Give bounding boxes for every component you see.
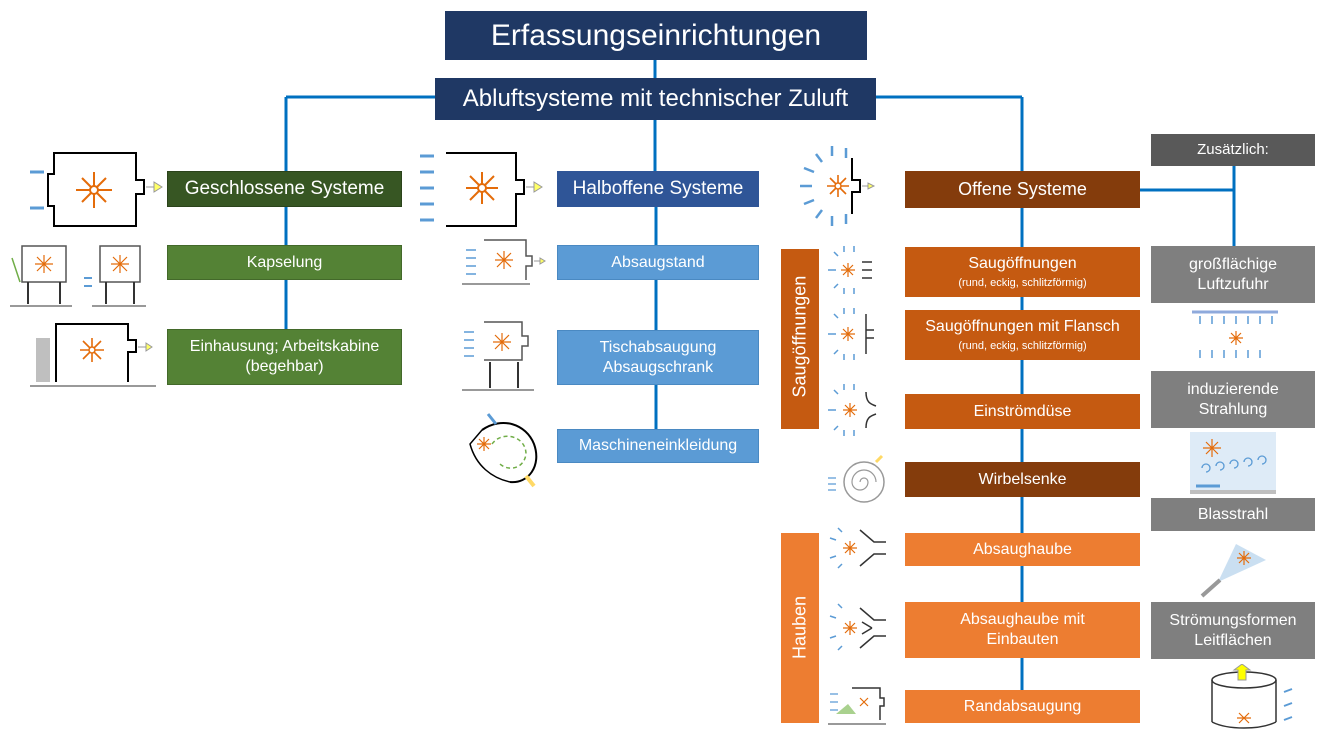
open-large-icon: [800, 146, 876, 226]
absaughaube-einbauten-icon: [829, 603, 886, 651]
einhausung-icon: [30, 323, 156, 387]
open-item-absaughaube: Absaughaube: [905, 533, 1140, 566]
wirbelsenke-icon: [828, 454, 885, 503]
half-open-item-maschineneinkleidung: Maschineneinkleidung: [557, 429, 759, 463]
extra-header: Zusätzlich:: [1151, 134, 1315, 166]
half-open-systems-header: Halboffene Systeme: [557, 171, 759, 207]
maschineneinkleidung-icon: [469, 413, 538, 488]
luftzufuhr-icon: [1192, 310, 1278, 358]
saugoeffnung-icon: [828, 246, 872, 294]
open-item-einstroemduese: Einströmdüse: [905, 394, 1140, 429]
blasstrahl-icon: [1200, 544, 1266, 598]
open-item-wirbelsenke: Wirbelsenke: [905, 462, 1140, 497]
group-saugoeffnungen-label: Saugöffnungen: [789, 275, 810, 398]
extra-item-luftzufuhr: großflächige Luftzufuhr: [1151, 246, 1315, 303]
encapsulation-large-icon: [30, 152, 163, 227]
closed-item-einhausung: Einhausung; Arbeitskabine (begehbar): [167, 329, 402, 385]
leitflaechen-icon: [1211, 664, 1293, 729]
open-item-randabsaugung: Randabsaugung: [905, 690, 1140, 723]
group-saugoeffnungen: [781, 249, 819, 429]
closed-systems-header: Geschlossene Systeme: [167, 171, 402, 207]
item-note: (rund, eckig, schlitzförmig): [958, 276, 1087, 289]
open-item-absaughaube-einbauten: Absaughaube mit Einbauten: [905, 602, 1140, 658]
item-label: Einströmdüse: [973, 402, 1072, 420]
diagram-subtitle: Abluftsysteme mit technischer Zuluft: [435, 78, 876, 120]
randabsaugung-icon: [828, 687, 886, 725]
closed-item-kapselung: Kapselung: [167, 245, 402, 280]
absaugstand-icon: [462, 239, 546, 285]
extra-item-stroemungsformen: Strömungsformen Leitflächen: [1151, 602, 1315, 659]
group-hauben-label: Hauben: [789, 595, 810, 660]
open-item-saugoeffnungen-flansch: Saugöffnungen mit Flansch (rund, eckig, …: [905, 310, 1140, 360]
einstroemduese-icon: [828, 384, 877, 436]
open-systems-header: Offene Systeme: [905, 171, 1140, 208]
group-hauben: [781, 533, 819, 723]
open-item-saugoeffnungen: Saugöffnungen (rund, eckig, schlitzförmi…: [905, 247, 1140, 297]
strahlung-icon: [1190, 432, 1276, 494]
extra-item-blasstrahl: Blasstrahl: [1151, 498, 1315, 531]
item-label: Absaughaube mit Einbauten: [960, 611, 1085, 648]
extra-item-strahlung: induzierende Strahlung: [1151, 371, 1315, 428]
kapselung-icon: [10, 245, 146, 307]
saugoeffnung-flansch-icon: [828, 308, 874, 360]
absaughaube-icon: [829, 527, 886, 569]
tischabsaugung-icon: [462, 321, 534, 391]
item-note: (rund, eckig, schlitzförmig): [958, 339, 1087, 352]
half-open-item-tischabsaugung: Tischabsaugung Absaugschrank: [557, 330, 759, 385]
item-label: Randabsaugung: [963, 697, 1082, 715]
item-label: Saugöffnungen mit Flansch: [925, 317, 1120, 335]
diagram-title: Erfassungseinrichtungen: [445, 11, 867, 60]
item-label: Saugöffnungen: [968, 254, 1077, 272]
item-label: Wirbelsenke: [978, 470, 1067, 488]
item-label: Absaughaube: [973, 540, 1072, 558]
half-open-large-icon: [420, 152, 543, 227]
half-open-item-absaugstand: Absaugstand: [557, 245, 759, 280]
